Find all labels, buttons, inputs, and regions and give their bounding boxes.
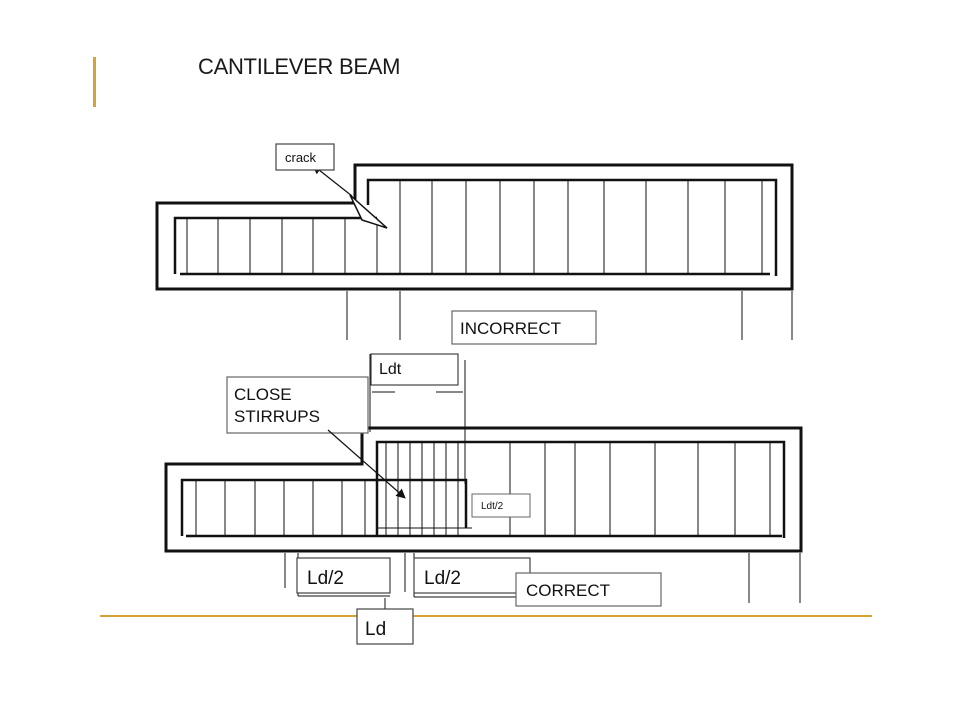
ld-half-right-label-box [413, 557, 531, 594]
correct-beam-outline [164, 426, 803, 553]
incorrect-beam-diagram: crack INCORRECT [155, 143, 794, 345]
incorrect-right-cage [366, 178, 778, 276]
incorrect-right-stirrups [376, 180, 763, 274]
close-stirrups-label-line2: STIRRUPS [234, 407, 320, 426]
correct-label: CORRECT [526, 581, 610, 600]
ldt-label: Ldt [379, 361, 402, 378]
slide-title: CANTILEVER BEAM [198, 54, 401, 79]
correct-left-stirrups [195, 480, 343, 536]
crack-label: crack [285, 150, 317, 165]
title-accent-bar [93, 57, 96, 107]
incorrect-left-stirrups [186, 218, 346, 274]
correct-close-stirrups [364, 442, 459, 536]
ld-label-box [356, 608, 414, 645]
crack-arrow [312, 164, 353, 197]
correct-right-cage [375, 440, 786, 538]
footer-accent-line [100, 615, 872, 617]
incorrect-beam-outline [155, 163, 794, 291]
ldt-dimension [369, 354, 466, 484]
ldt-half-label: Ldt/2 [481, 501, 504, 512]
correct-label-box [515, 572, 662, 607]
correct-beam-diagram: Ldt CLOSE STIRRUPS Ldt/2 L [164, 353, 803, 645]
ldt-label-box [370, 353, 459, 386]
correct-support-lines [748, 553, 801, 603]
ld-half-right-label: Ld/2 [424, 568, 461, 589]
incorrect-support-lines [346, 291, 793, 340]
crack-label-box [275, 143, 335, 171]
correct-right-stirrups [509, 442, 771, 536]
close-stirrups-label-line1: CLOSE [234, 385, 292, 404]
ld-label: Ld [365, 619, 386, 640]
close-stirrups-label-box [226, 376, 369, 434]
crack-wedge [349, 194, 388, 229]
correct-left-cage [180, 478, 468, 536]
incorrect-label: INCORRECT [460, 319, 561, 338]
incorrect-label-box [451, 310, 597, 345]
ld-half-left-label: Ld/2 [307, 568, 344, 589]
incorrect-left-cage [173, 216, 377, 274]
close-stirrups-arrow [327, 429, 406, 499]
ld-half-left-label-box [296, 557, 391, 594]
ldt-half-label-box [471, 493, 531, 518]
